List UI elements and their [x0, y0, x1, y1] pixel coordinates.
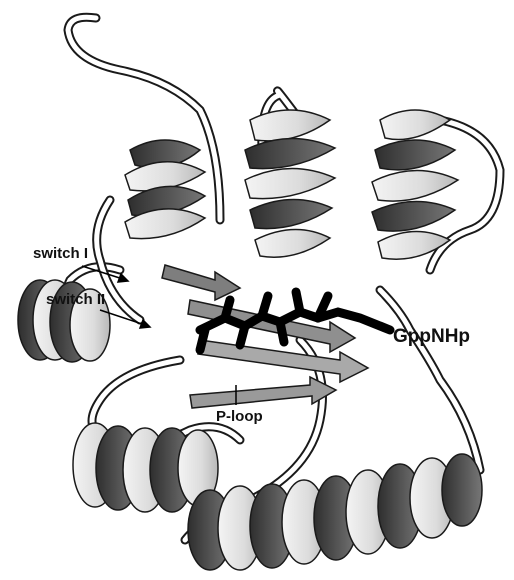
helix-3 — [372, 110, 458, 259]
gppnhp-ligand — [200, 292, 390, 350]
strand-3 — [190, 377, 336, 408]
helix-6 — [188, 454, 482, 570]
beta-sheet — [162, 265, 368, 408]
switch-one-label: switch I — [33, 245, 88, 262]
ligand-label: GppNHp — [393, 326, 470, 347]
strand-4 — [162, 265, 240, 300]
ploop-label: P-loop — [216, 408, 263, 425]
helix-2 — [245, 110, 335, 257]
helix-1 — [125, 140, 205, 239]
switch-two-label: switch II — [46, 291, 105, 308]
